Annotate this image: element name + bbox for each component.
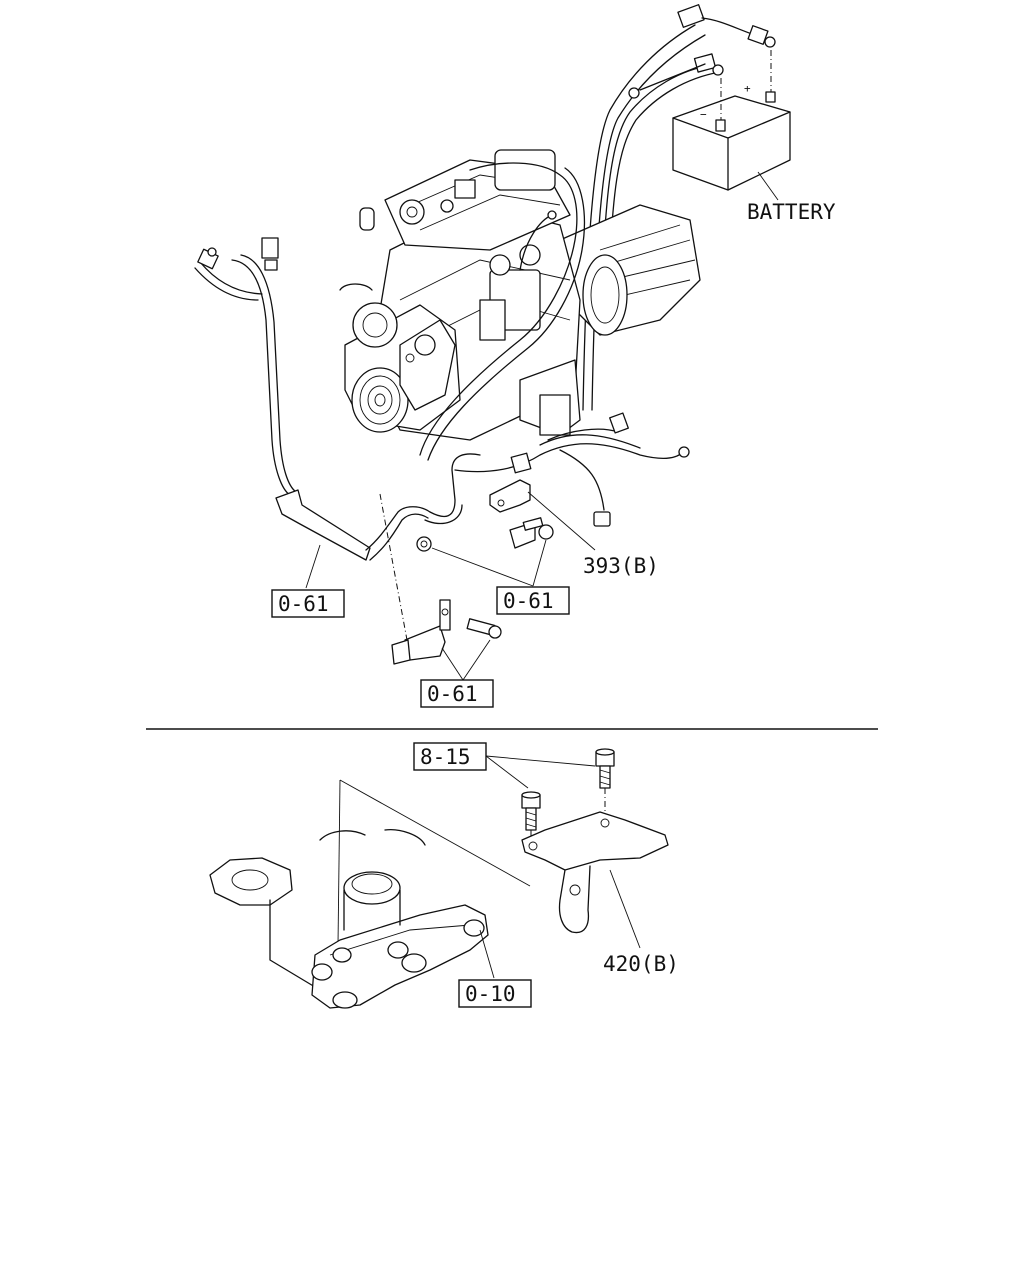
ref-box-0-61-left: 0-61 <box>271 589 345 618</box>
svg-text:0-10: 0-10 <box>465 982 516 1006</box>
leader-8-15-a <box>485 755 596 767</box>
bracket-420b <box>521 811 669 949</box>
fastener-nut-1 <box>416 536 547 587</box>
battery: + − <box>672 82 791 191</box>
battery-leader <box>757 171 779 201</box>
svg-text:0-61: 0-61 <box>503 589 554 613</box>
ref-box-8-15: 8-15 <box>413 742 487 771</box>
bolt-right <box>595 748 615 818</box>
leader-8-15-b <box>485 755 529 789</box>
ref-box-0-61-bottom: 0-61 <box>420 679 494 708</box>
svg-text:0-61: 0-61 <box>278 592 329 616</box>
bracket-393b <box>489 479 596 551</box>
svg-text:+: + <box>744 82 751 95</box>
battery-label: BATTERY <box>747 200 836 224</box>
label-420b: 420(B) <box>603 952 679 976</box>
engine-assembly <box>339 149 701 441</box>
svg-text:0-61: 0-61 <box>427 682 478 706</box>
housing-0-10 <box>209 779 531 1009</box>
ref-box-0-61-right: 0-61 <box>496 586 570 615</box>
svg-text:8-15: 8-15 <box>420 745 471 769</box>
bolt-left <box>521 791 541 845</box>
label-393b: 393(B) <box>583 554 659 578</box>
ref-box-0-10: 0-10 <box>458 979 532 1008</box>
leader-0-61-left <box>305 544 321 589</box>
harness-top <box>419 162 690 527</box>
bracket-lower <box>379 493 502 681</box>
harness-left <box>194 237 481 561</box>
svg-text:−: − <box>700 108 707 121</box>
